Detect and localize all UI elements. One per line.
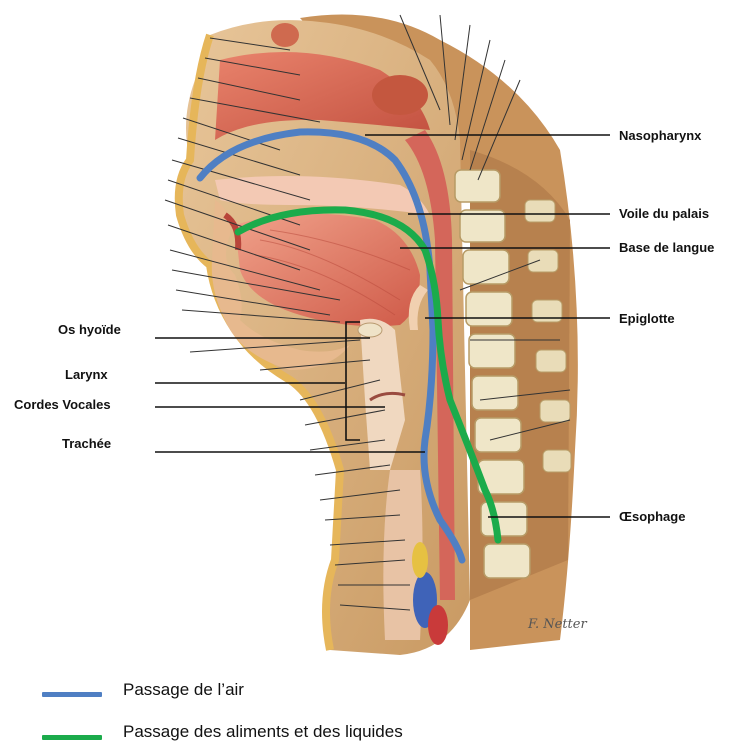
label-nasopharynx: Nasopharynx [619, 128, 701, 143]
label-os-hyoide: Os hyoïde [58, 322, 121, 337]
label-oesophage: Œsophage [619, 509, 685, 524]
thyroid [412, 542, 428, 578]
legend-air-swatch [42, 692, 102, 697]
label-larynx: Larynx [65, 367, 108, 382]
legend-food-swatch [42, 735, 102, 740]
legend-food-label: Passage des aliments et des liquides [123, 722, 403, 742]
legend-air-label: Passage de l’air [123, 680, 244, 700]
hyoid-bone [358, 323, 382, 337]
frontal-sinus [271, 23, 299, 47]
label-base-de-langue: Base de langue [619, 240, 714, 255]
label-cordes-vocales: Cordes Vocales [14, 397, 111, 412]
label-trachee: Trachée [62, 436, 111, 451]
label-epiglotte: Epiglotte [619, 311, 675, 326]
artery [428, 605, 448, 645]
label-voile-du-palais: Voile du palais [619, 206, 709, 221]
artist-signature: F. Netter [527, 617, 587, 632]
sphenoid-sinus [372, 75, 428, 115]
